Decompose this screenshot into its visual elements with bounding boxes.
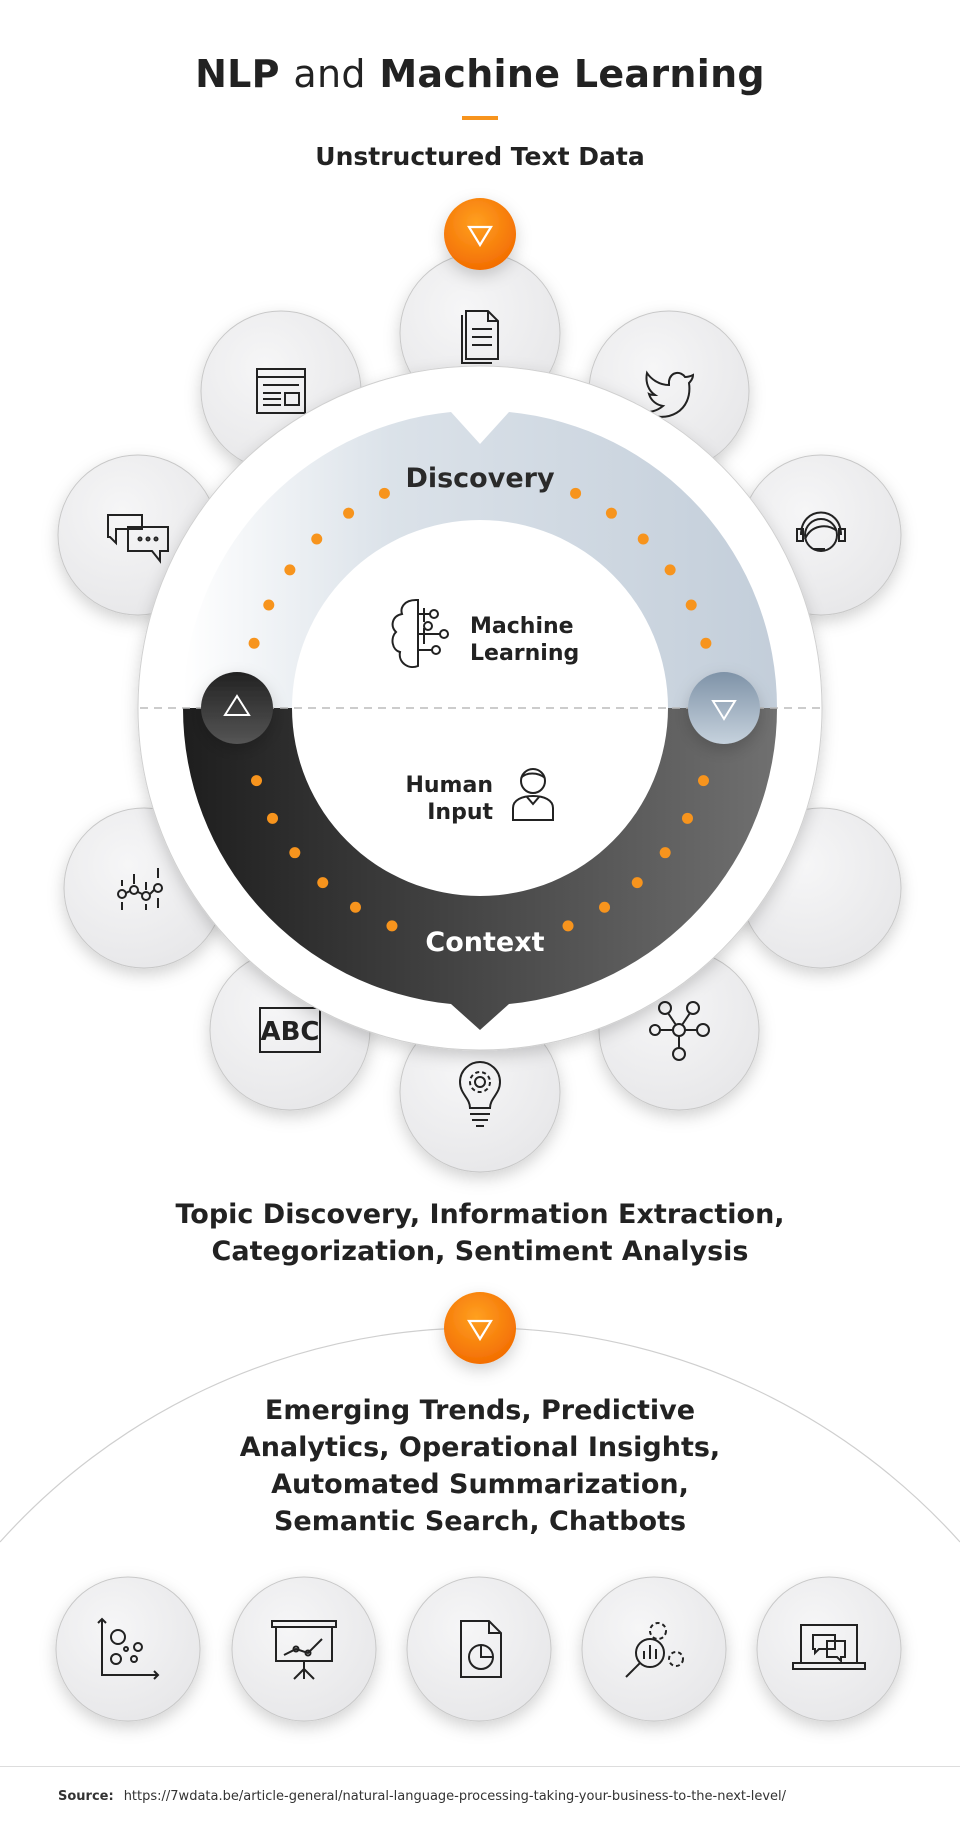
- cycle-dot: [284, 564, 296, 576]
- cycle-dot: [378, 487, 390, 499]
- cycle-dot: [267, 812, 279, 824]
- source-url[interactable]: https://7wdata.be/article-general/natura…: [123, 1789, 787, 1804]
- cycle-down-button[interactable]: [688, 672, 760, 744]
- chat-bubbles-icon: [107, 514, 169, 564]
- triangle-down-icon: [467, 1319, 493, 1342]
- analytics-gears-icon: [625, 1622, 684, 1678]
- lightbulb-gear-icon: [458, 1060, 502, 1127]
- laptop-chat-bubble: [756, 1576, 902, 1722]
- title-and: and: [293, 52, 366, 96]
- cycle-dot: [599, 901, 611, 913]
- source-label: Source:: [58, 1789, 114, 1804]
- cycle-dot: [349, 901, 361, 913]
- results-line: Automated Summarization,: [271, 1469, 689, 1500]
- discovery-arc: [182, 412, 778, 708]
- pie-report-icon: [460, 1620, 502, 1678]
- source-line: Source: https://7wdata.be/article-general…: [58, 1789, 786, 1804]
- triangle-down-icon: [711, 700, 737, 721]
- scatter-chart-icon: [97, 1617, 160, 1680]
- cycle-dot: [311, 533, 323, 545]
- title-underline: [462, 116, 498, 120]
- cycle-dot: [386, 920, 398, 932]
- laptop-chat-icon: [792, 1624, 866, 1670]
- svg-text:ABC: ABC: [260, 1017, 319, 1047]
- results-line: Semantic Search, Chatbots: [273, 1506, 687, 1537]
- cycle-dot: [562, 920, 574, 932]
- cycle-dot: [248, 637, 260, 649]
- title-ml: Machine Learning: [379, 52, 765, 96]
- cycle-dot: [251, 775, 263, 787]
- results-down-button[interactable]: [444, 1292, 516, 1364]
- triangle-up-icon: [223, 694, 251, 716]
- cycle-dot: [697, 775, 709, 787]
- cycle-dot: [681, 812, 693, 824]
- cycle-dot: [263, 599, 275, 611]
- scatter-chart-bubble: [55, 1576, 201, 1722]
- outputs-line: Topic Discovery, Information Extraction,: [175, 1199, 785, 1230]
- document-icon: [461, 310, 499, 364]
- cycle-dot: [659, 847, 671, 859]
- cycle-dot: [637, 533, 649, 545]
- twitter-icon: [642, 370, 695, 418]
- cycle-dot: [664, 564, 676, 576]
- discovery-label: Discovery: [405, 463, 555, 494]
- outputs-line: Categorization, Sentiment Analysis: [211, 1236, 749, 1267]
- cycle-dot: [685, 599, 697, 611]
- cycle-dot: [343, 507, 355, 519]
- cycle-dot: [605, 507, 617, 519]
- cycle-dot: [570, 487, 582, 499]
- presentation-chart-icon: [271, 1620, 337, 1680]
- results-line: Emerging Trends, Predictive: [264, 1395, 696, 1426]
- triangle-down-icon: [467, 225, 493, 248]
- context-arc: [182, 708, 778, 1030]
- cycle-dot: [631, 877, 643, 889]
- cycle-dot: [289, 847, 301, 859]
- page-title: NLP and Machine Learning: [0, 52, 960, 96]
- brain-circuit-icon: [391, 599, 449, 668]
- cycle-dot: [700, 637, 712, 649]
- results-text: Emerging Trends, Predictive Analytics, O…: [0, 1392, 960, 1540]
- outputs-text: Topic Discovery, Information Extraction,…: [0, 1196, 960, 1270]
- abc-text-icon: ABC: [259, 1007, 321, 1053]
- presentation-chart-bubble: [231, 1576, 377, 1722]
- data-points-icon: [117, 868, 163, 910]
- cycle-up-button[interactable]: [201, 672, 273, 744]
- cycle-dot: [317, 877, 329, 889]
- human-label-line2: Input: [427, 800, 493, 825]
- input-subtitle: Unstructured Text Data: [315, 142, 645, 171]
- headset-icon: [796, 511, 846, 552]
- machine-label-line2: Learning: [470, 641, 579, 666]
- human-label-line1: Human: [405, 773, 493, 798]
- results-line: Analytics, Operational Insights,: [239, 1432, 721, 1463]
- person-icon: [512, 768, 554, 821]
- input-down-button[interactable]: [444, 198, 516, 270]
- network-nodes-icon: [649, 1001, 710, 1061]
- title-nlp: NLP: [195, 52, 280, 96]
- newspaper-icon: [256, 368, 306, 414]
- analytics-gears-bubble: [581, 1576, 727, 1722]
- footer-divider: [0, 1766, 960, 1767]
- pie-report-bubble: [406, 1576, 552, 1722]
- machine-label-line1: Machine: [470, 614, 574, 639]
- context-label: Context: [425, 927, 544, 958]
